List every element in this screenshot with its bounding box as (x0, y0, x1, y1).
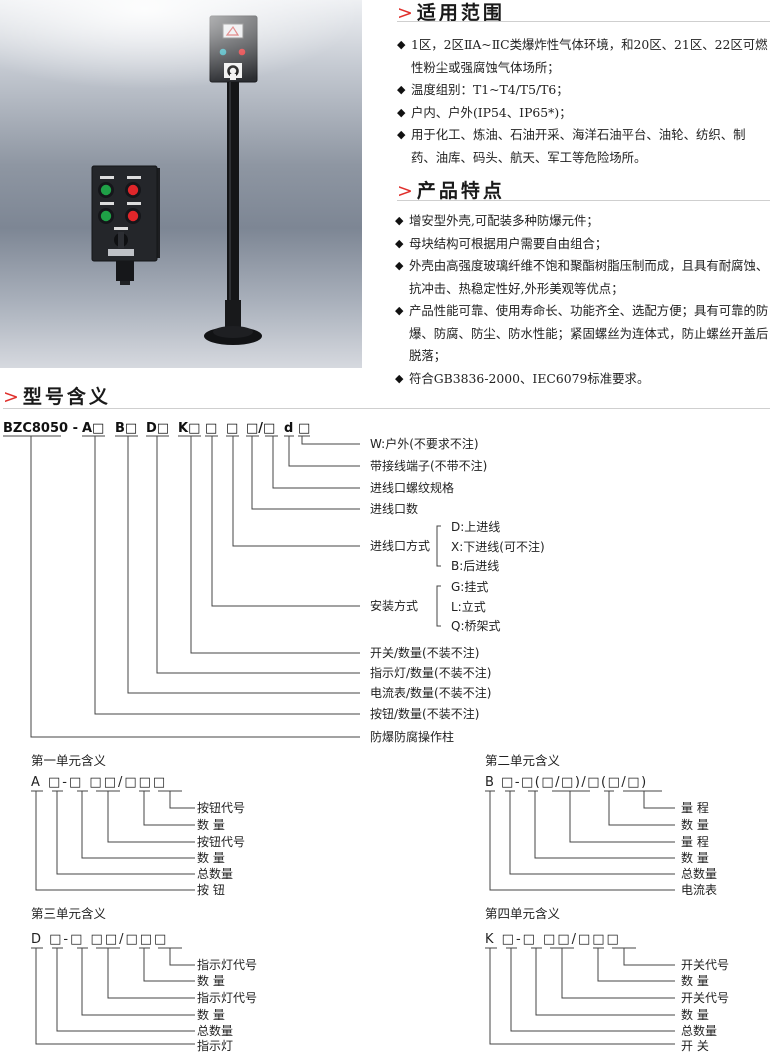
entry-option: X:下进线(可不注) (451, 539, 545, 554)
unit-label: 指示灯代号 (197, 990, 257, 1005)
model-labels: W:户外(不要求不注) 带接线端子(不带不注) 进线口螺纹规格 进线口数 进线口… (370, 436, 545, 744)
model-title: >型号含义 (3, 382, 111, 409)
photo-highlight (0, 0, 362, 90)
entry-option: B:后进线 (451, 559, 499, 573)
code-entry-mode: □ (226, 421, 238, 436)
feature-item: 外壳由高强度玻璃纤维不饱和聚酯树脂压制而成，且具有耐腐蚀、抗冲击、热稳定性好,外… (395, 255, 769, 300)
label-indicator: 指示灯/数量(不装不注) (370, 665, 491, 680)
code-k: K□ (178, 421, 200, 436)
code-outdoor: □ (298, 421, 310, 436)
scope-list: 1区，2区ⅡA~ⅡC类爆炸性气体环境，和20区、21区、22区可燃性粉尘或强腐蚀… (397, 34, 769, 169)
unit-label: 总数量 (197, 1023, 233, 1038)
unit-label: 总数量 (197, 866, 233, 881)
code-d: D□ (146, 421, 169, 436)
button-red-2 (127, 210, 139, 222)
label-outdoor: W:户外(不要求不注) (370, 436, 479, 451)
mount-option: L:立式 (451, 599, 486, 614)
scope-item: 温度组别：T1~T4/T5/T6； (397, 79, 769, 102)
unit-label: 指示灯代号 (197, 957, 257, 972)
unit-label: 开关代号 (681, 958, 729, 972)
label-ammeter: 电流表/数量(不装不注) (370, 685, 491, 700)
unit-label: 数 量 (197, 973, 225, 988)
unit-label: 数 量 (197, 817, 225, 832)
unit-1-diagram: 第一单元含义 A □-□ □□/□□□ 按钮代号 数 量 按钮代号 数 量 总数… (31, 753, 245, 897)
features-list: 增安型外壳,可配装多种防爆元件； 母块结构可根据用户需要自由组合； 外壳由高强度… (395, 210, 769, 390)
model-title-text: 型号含义 (22, 386, 111, 408)
label-thread: 进线口螺纹规格 (370, 480, 454, 495)
title-arrow-icon: > (3, 386, 19, 408)
label-entry-mode: 进线口方式 (370, 538, 430, 553)
unit-label: 数 量 (681, 1007, 709, 1022)
scope-item: 1区，2区ⅡA~ⅡC类爆炸性气体环境，和20区、21区、22区可燃性粉尘或强腐蚀… (397, 34, 769, 79)
product-illustration (91, 15, 262, 345)
code-mount: □ (205, 421, 217, 436)
scope-title-text: 适用范围 (416, 2, 505, 24)
features-title-text: 产品特点 (416, 180, 505, 202)
mount-option: Q:桥架式 (451, 619, 501, 633)
unit-3-diagram: 第三单元含义 D □-□ □□/□□□ 指示灯代号 数 量 指示灯代号 数 量 … (31, 906, 257, 1053)
features-divider (397, 200, 770, 201)
button-green-2 (100, 210, 112, 222)
unit-label: 按钮代号 (197, 800, 245, 815)
mount-option: G:挂式 (451, 580, 488, 594)
feature-item: 增安型外壳,可配装多种防爆元件； (395, 210, 769, 233)
feature-item: 产品性能可靠、使用寿命长、功能齐全、选配方便；具有可靠的防爆、防腐、防尘、防水性… (395, 300, 769, 368)
unit-label: 按 钮 (197, 882, 225, 897)
label-mount: 安装方式 (370, 598, 418, 613)
unit-label: 量 程 (681, 834, 709, 849)
unit-label: 开 关 (681, 1039, 709, 1053)
button-red-1 (127, 184, 139, 196)
unit-code: K □-□ □□/□□□ (485, 932, 621, 947)
unit-label: 数 量 (197, 1007, 225, 1022)
model-divider (3, 408, 770, 409)
feature-item: 符合GB3836-2000、IEC6079标准要求。 (395, 368, 769, 391)
label-column: 防爆防腐操作柱 (370, 729, 454, 744)
code-prefix: BZC8050 - (3, 421, 78, 436)
unit-label: 按钮代号 (197, 834, 245, 849)
unit-label: 总数量 (681, 1023, 717, 1038)
scope-divider (397, 21, 770, 22)
unit-title: 第一单元含义 (31, 753, 107, 768)
code-terminal: d (284, 421, 293, 436)
unit-code: D □-□ □□/□□□ (31, 932, 168, 947)
unit-label: 数 量 (197, 850, 225, 865)
unit-title: 第四单元含义 (485, 906, 561, 921)
unit-label: 指示灯 (197, 1038, 233, 1053)
unit-code: A □-□ □□/□□□ (31, 775, 167, 790)
code-b: B□ (115, 421, 137, 436)
main-connector-lines (3, 435, 441, 738)
unit-2-diagram: 第二单元含义 B □-□(□/□)/□(□/□) 量 程 数 量 量 程 数 量… (485, 753, 717, 897)
product-photo (0, 0, 362, 368)
label-terminal: 带接线端子(不带不注) (370, 458, 487, 473)
unit-title: 第三单元含义 (31, 906, 107, 921)
title-arrow-icon: > (397, 180, 413, 202)
code-entry-count-thread: □/□ (246, 421, 275, 436)
title-arrow-icon: > (397, 2, 413, 24)
unit-label: 数 量 (681, 973, 709, 988)
code-a: A□ (82, 421, 104, 436)
features-title: >产品特点 (397, 176, 505, 203)
label-switch: 开关/数量(不装不注) (370, 645, 479, 660)
button-green-1 (100, 184, 112, 196)
unit-label: 量 程 (681, 800, 709, 815)
unit-label: 开关代号 (681, 991, 729, 1005)
unit-4-diagram: 第四单元含义 K □-□ □□/□□□ 开关代号 数 量 开关代号 数 量 总数… (485, 906, 729, 1053)
unit-title: 第二单元含义 (485, 753, 561, 768)
feature-item: 母块结构可根据用户需要自由组合； (395, 233, 769, 256)
entry-option: D:上进线 (451, 520, 500, 534)
wall-control-box (91, 165, 160, 285)
unit-label: 总数量 (681, 866, 717, 881)
scope-item: 用于化工、炼油、石油开采、海洋石油平台、油轮、纺织、制药、油库、码头、航天、军工… (397, 124, 769, 169)
label-button: 按钮/数量(不装不注) (370, 706, 479, 721)
label-entry-count: 进线口数 (370, 501, 418, 516)
unit-label: 电流表 (681, 883, 717, 897)
unit-label: 数 量 (681, 817, 709, 832)
unit-code: B □-□(□/□)/□(□/□) (485, 775, 648, 790)
scope-item: 户内、户外(IP54、IP65*)； (397, 102, 769, 125)
scope-title: >适用范围 (397, 0, 505, 25)
unit-label: 数 量 (681, 850, 709, 865)
model-code: BZC8050 - A□ B□ D□ K□ □ □ □/□ d □ (3, 421, 310, 436)
